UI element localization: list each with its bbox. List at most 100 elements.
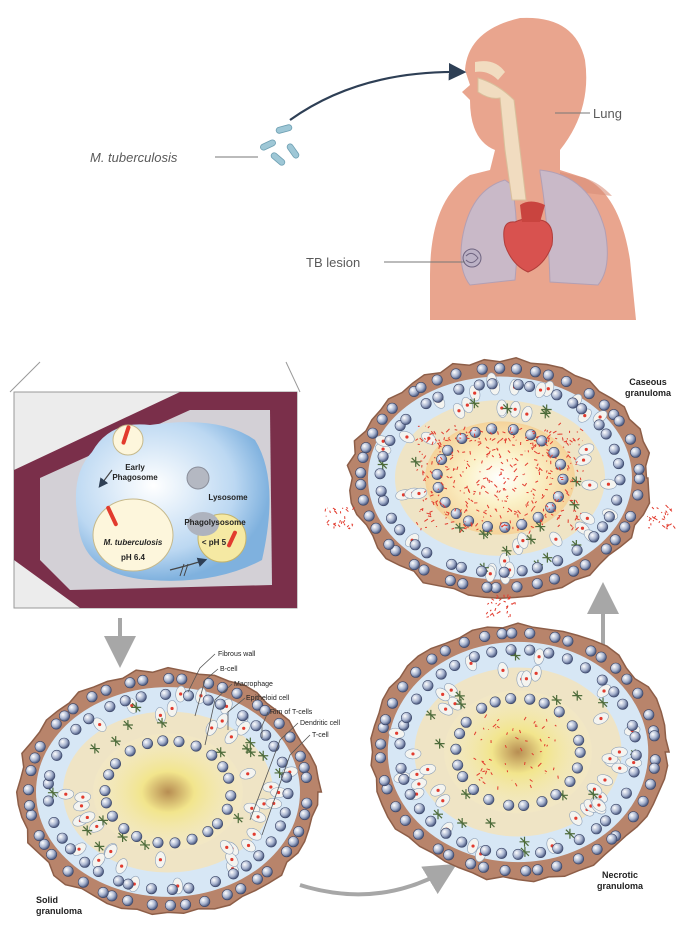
- disseminating-bacillus: [486, 612, 488, 614]
- bacillus: [470, 451, 471, 454]
- t-cell: [532, 579, 542, 589]
- t-cell: [399, 774, 409, 784]
- bacillus: [523, 474, 524, 475]
- t-cell: [416, 382, 426, 392]
- bacillus-in-cell: [618, 750, 621, 753]
- t-cell: [634, 464, 644, 474]
- t-cell: [100, 785, 110, 795]
- t-cell: [236, 884, 246, 894]
- t-cell: [300, 809, 310, 819]
- disseminating-bacillus: [340, 520, 341, 523]
- bacillus: [507, 511, 509, 512]
- t-cell: [550, 632, 560, 642]
- t-cell: [484, 794, 494, 804]
- bacillus-in-cell: [547, 387, 550, 390]
- t-cell: [136, 692, 146, 702]
- t-cell: [398, 682, 408, 692]
- t-cell: [113, 876, 123, 886]
- bacillus: [487, 456, 488, 457]
- disseminating-bacillus: [347, 525, 349, 527]
- t-cell: [552, 861, 562, 871]
- t-cell: [445, 575, 455, 585]
- t-cell: [508, 424, 518, 434]
- bacillus-in-cell: [602, 689, 605, 692]
- disseminating-bacillus: [346, 509, 349, 512]
- disseminating-bacillus: [657, 508, 659, 509]
- t-cell: [594, 420, 604, 430]
- t-cell: [610, 535, 620, 545]
- bacillus: [538, 453, 540, 454]
- bacillus-in-cell: [179, 692, 182, 695]
- disseminating-bacillus: [666, 505, 669, 508]
- t-cell: [409, 559, 419, 569]
- t-cell: [562, 654, 572, 664]
- t-cell: [457, 433, 467, 443]
- t-cell: [413, 829, 423, 839]
- t-cell: [65, 844, 75, 854]
- bacillus: [516, 440, 517, 441]
- disseminating-bacillus: [664, 516, 665, 519]
- t-cell: [645, 779, 655, 789]
- t-cell: [589, 532, 599, 542]
- bacillus: [561, 496, 562, 497]
- t-cell: [533, 865, 543, 875]
- bacillus-in-cell: [516, 545, 519, 548]
- t-cell: [480, 631, 490, 641]
- caseous-granuloma: [325, 358, 675, 618]
- disseminating-bacillus: [495, 608, 496, 611]
- t-cell: [59, 738, 69, 748]
- bacillus-in-cell: [581, 527, 584, 530]
- t-cell: [441, 828, 451, 838]
- bacillus: [572, 479, 573, 481]
- t-cell: [612, 495, 622, 505]
- bacillus-in-cell: [599, 795, 602, 798]
- t-cell: [180, 899, 190, 909]
- t-cell: [222, 890, 232, 900]
- t-cell: [440, 497, 450, 507]
- disseminating-bacillus: [496, 603, 497, 604]
- t-cell: [30, 753, 40, 763]
- t-cell: [378, 451, 388, 461]
- bacillus: [546, 461, 547, 462]
- bacillus-in-cell: [120, 864, 123, 867]
- bacillus: [453, 468, 454, 471]
- t-cell: [57, 833, 67, 843]
- t-cell: [478, 862, 488, 872]
- t-cell: [476, 566, 486, 576]
- t-cell: [364, 511, 374, 521]
- t-cell: [459, 637, 469, 647]
- t-cell: [125, 746, 135, 756]
- t-cell: [591, 824, 601, 834]
- t-cell: [228, 869, 238, 879]
- t-cell: [142, 738, 152, 748]
- bacillus: [516, 476, 518, 477]
- t-cell: [525, 645, 535, 655]
- disseminating-bacillus: [325, 509, 326, 512]
- disseminating-bacillus: [653, 520, 654, 521]
- t-cell: [525, 694, 535, 704]
- bacillus-in-cell: [525, 412, 528, 415]
- t-cell: [553, 843, 563, 853]
- t-cell: [511, 364, 521, 374]
- t-cell: [203, 695, 213, 705]
- disseminating-bacillus: [655, 518, 658, 519]
- bacillus-in-cell: [81, 795, 84, 798]
- bacteria-cluster: [259, 124, 300, 166]
- bacillus-in-cell: [262, 802, 265, 805]
- bacillus-in-cell: [501, 669, 504, 672]
- t-cell: [611, 804, 621, 814]
- bacillus: [465, 521, 466, 522]
- t-cell: [125, 678, 135, 688]
- t-cell: [565, 776, 575, 786]
- t-cell: [469, 652, 479, 662]
- disseminating-bacillus: [659, 521, 660, 523]
- bacillus: [549, 484, 552, 485]
- bacillus-in-cell: [603, 778, 606, 781]
- callout-epitheloid-cell: Epitheloid cell: [246, 695, 290, 702]
- bacillus-in-cell: [95, 825, 98, 828]
- t-cell: [170, 838, 180, 848]
- t-cell: [524, 381, 534, 391]
- t-cell: [26, 810, 36, 820]
- disseminating-bacillus: [507, 611, 508, 613]
- t-cell: [283, 788, 293, 798]
